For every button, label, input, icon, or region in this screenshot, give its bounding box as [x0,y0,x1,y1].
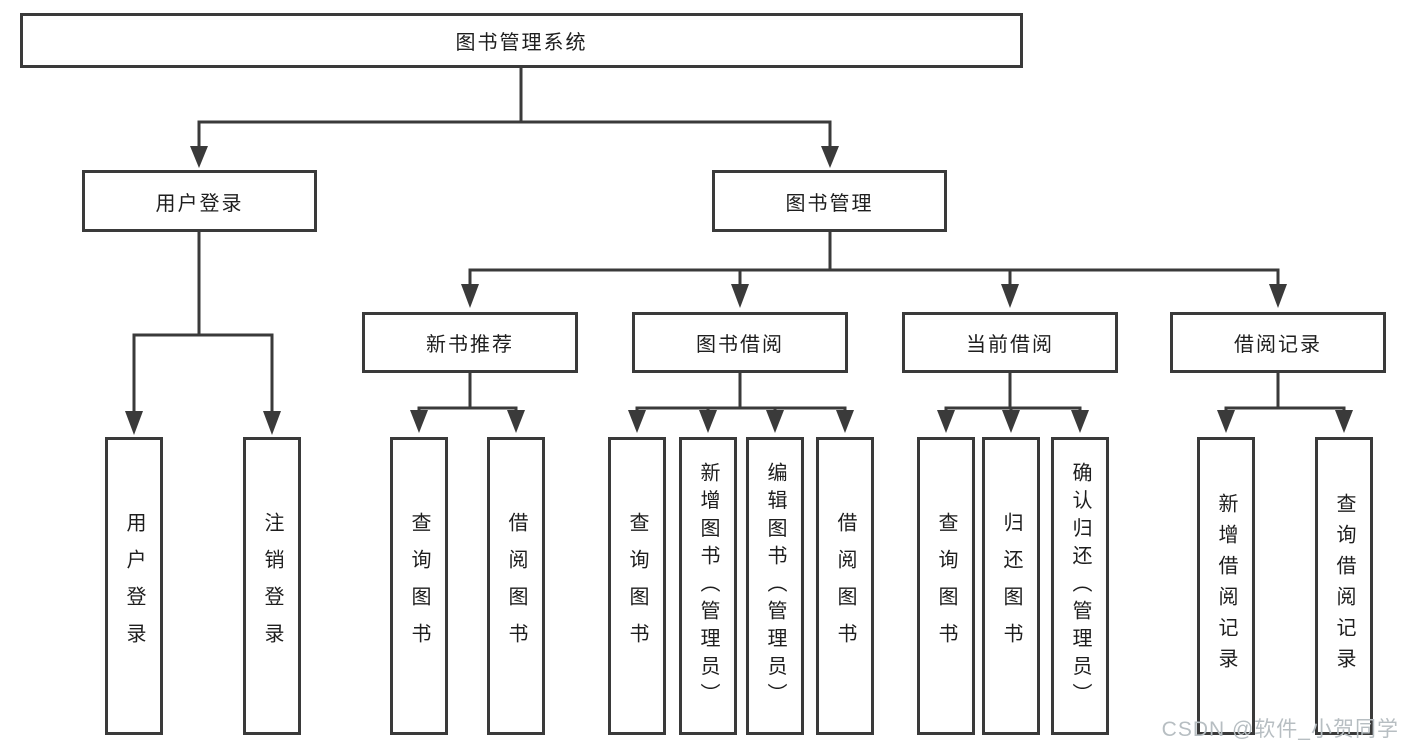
leaf-add-books-admin-label: 新增图书（管理员） [697,461,719,711]
node-current-borrowing-label: 当前借阅 [966,334,1054,356]
leaf-logout: 注销登录 [243,437,301,735]
leaf-return-books: 归还图书 [982,437,1040,735]
leaf-borrow-books: 借阅图书 [816,437,874,735]
arrowheads [125,146,1353,435]
leaf-borrow-books-recommend: 借阅图书 [487,437,545,735]
leaf-return-books-label: 归还图书 [1000,512,1022,660]
leaf-confirm-return-admin-label: 确认归还（管理员） [1069,461,1091,711]
node-current-borrowing: 当前借阅 [902,312,1118,373]
root-node-label: 图书管理系统 [455,32,588,54]
leaf-edit-books-admin: 编辑图书（管理员） [746,437,804,735]
leaf-query-books-current-label: 查询图书 [935,512,957,660]
leaf-add-borrow-record: 新增借阅记录 [1197,437,1255,735]
leaf-query-books-recommend-label: 查询图书 [408,512,430,660]
leaf-query-borrow-record: 查询借阅记录 [1315,437,1373,735]
leaf-borrow-books-recommend-label: 借阅图书 [505,512,527,660]
leaf-query-books-current: 查询图书 [917,437,975,735]
leaf-query-borrow-record-label: 查询借阅记录 [1333,493,1355,679]
leaf-edit-books-admin-label: 编辑图书（管理员） [764,461,786,711]
node-book-borrowing: 图书借阅 [632,312,848,373]
branch-book-management: 图书管理 [712,170,947,232]
node-new-book-recommend-label: 新书推荐 [426,334,514,356]
leaf-query-books-recommend: 查询图书 [390,437,448,735]
leaf-borrow-books-label: 借阅图书 [834,512,856,660]
leaf-add-books-admin: 新增图书（管理员） [679,437,737,735]
leaf-logout-label: 注销登录 [261,512,283,660]
node-new-book-recommend: 新书推荐 [362,312,578,373]
leaf-query-books-borrowing-label: 查询图书 [626,512,648,660]
node-book-borrowing-label: 图书借阅 [696,334,784,356]
root-node-library-system: 图书管理系统 [20,13,1023,68]
leaf-user-login-label: 用户登录 [123,512,145,660]
leaf-add-borrow-record-label: 新增借阅记录 [1215,493,1237,679]
leaf-confirm-return-admin: 确认归还（管理员） [1051,437,1109,735]
leaf-user-login: 用户登录 [105,437,163,735]
node-borrowing-records-label: 借阅记录 [1234,334,1322,356]
branch-user-login: 用户登录 [82,170,317,232]
branch-book-management-label: 图书管理 [785,192,874,215]
node-borrowing-records: 借阅记录 [1170,312,1386,373]
leaf-query-books-borrowing: 查询图书 [608,437,666,735]
branch-user-login-label: 用户登录 [155,192,244,215]
